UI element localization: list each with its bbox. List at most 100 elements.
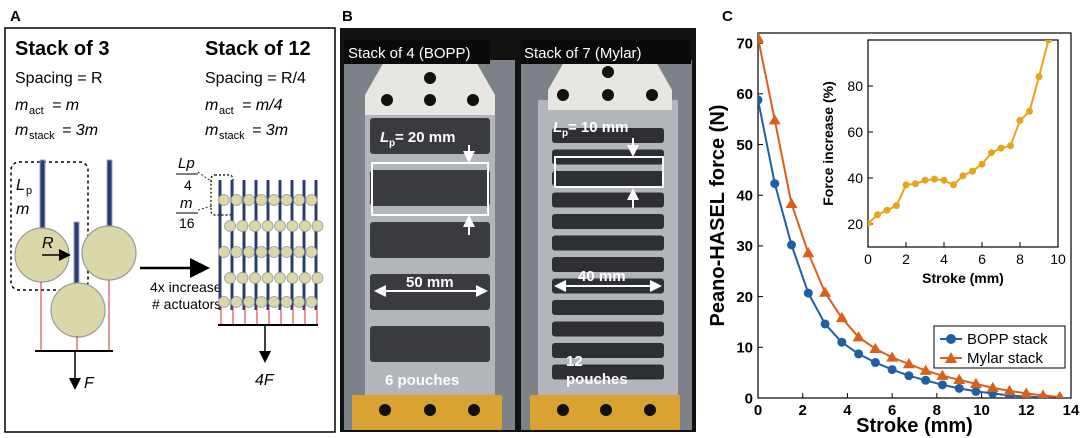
data-point: [1035, 73, 1043, 81]
actuator-tendon: [242, 180, 246, 310]
data-point: [1026, 107, 1033, 115]
data-point: [950, 181, 957, 189]
data-point: [969, 167, 976, 175]
data-point: [1020, 387, 1033, 398]
frac-lp-num: Lp: [178, 155, 195, 172]
photo-right-title: Stack of 7 (Mylar): [524, 45, 642, 62]
actuator-pouch: [305, 194, 318, 206]
x-tick-label: 8: [1016, 251, 1024, 267]
y-tick-label: 60: [736, 86, 753, 103]
data-point: [936, 369, 949, 380]
actuator-pouch: [230, 246, 243, 258]
actuator-pouch: [286, 220, 299, 232]
stack3-mstack-sub: stack: [29, 130, 55, 142]
frac-m-num: m: [180, 195, 193, 212]
data-point: [803, 288, 813, 298]
screw: [646, 89, 658, 101]
data-point: [785, 197, 798, 209]
lp-left-label: L: [380, 129, 389, 146]
tendon: [255, 307, 258, 325]
stack3-title: Stack of 3: [15, 38, 109, 60]
data-point: [1055, 390, 1064, 398]
data-point: [883, 206, 891, 214]
actuator-pouch: [286, 272, 299, 284]
photo-left-title: Stack of 4 (BOPP): [348, 45, 471, 62]
tendon: [107, 280, 111, 350]
actuator-pouch: [305, 296, 318, 308]
y-tick-label: 50: [736, 137, 753, 154]
tendon: [40, 282, 44, 350]
pouch: [552, 128, 664, 143]
stack12-title: Stack of 12: [205, 38, 311, 60]
actuator-pouch: [305, 246, 318, 258]
stack3-mstack-value: = 3m: [62, 122, 98, 139]
actuator-pouch: [293, 296, 305, 308]
data-point: [959, 172, 967, 180]
pouch-count-left: 6 pouches: [385, 372, 459, 389]
data-point: [1045, 40, 1052, 44]
lp-right-sub: p: [562, 128, 568, 139]
screw: [468, 404, 480, 416]
lp-left-sub: p: [389, 138, 395, 149]
actuator-pouch: [243, 296, 255, 308]
data-point: [869, 342, 882, 354]
actuator-tendon: [230, 180, 234, 310]
frac-m-den: 16: [179, 215, 195, 231]
actuator-pouch: [293, 246, 305, 258]
actuator-tendon: [39, 159, 46, 233]
x-axis-label: Stroke (mm): [856, 415, 973, 437]
actuator-pouch: [249, 220, 261, 232]
tendon: [219, 307, 222, 325]
x-tick-label: 4: [940, 251, 948, 267]
leader-line: [197, 171, 213, 183]
tendon: [291, 307, 294, 325]
y-tick-label: 20: [847, 216, 863, 232]
actuator-pouch: [280, 296, 293, 308]
data-point: [758, 33, 764, 43]
data-point: [1016, 117, 1024, 124]
arrow-label-2: # actuators: [152, 296, 221, 312]
actuator-tendon: [254, 180, 258, 310]
actuator-pouch: [268, 246, 280, 258]
screw: [381, 94, 393, 106]
series-line: [868, 40, 1050, 225]
actuator-pouch: [274, 220, 286, 232]
actuator-pouch: [218, 296, 230, 308]
x-tick-label: 10: [973, 402, 990, 419]
pouch-highlight-box: [371, 162, 489, 216]
tendon: [75, 336, 79, 350]
actuator-pouch: [255, 296, 268, 308]
frac-lp-den: 4: [184, 177, 192, 193]
actuator-pouch: [261, 220, 274, 232]
data-point: [837, 337, 847, 347]
top-clamp: [548, 60, 672, 110]
width-left-label: 50 mm: [406, 274, 454, 291]
photo-left-title-bg: [344, 40, 490, 64]
x-tick-label: 8: [933, 402, 941, 419]
stack3-mstack-symbol: m: [15, 122, 28, 139]
stack12-spacing: Spacing = R/4: [205, 70, 306, 87]
y-tick-label: 70: [736, 35, 753, 52]
data-point: [937, 380, 947, 390]
stack12-mstack-value: = 3m: [252, 122, 288, 139]
actuator-tendon: [290, 180, 294, 310]
screw: [379, 404, 391, 416]
screw: [557, 404, 569, 416]
data-point: [919, 364, 932, 375]
y-tick-label: 10: [736, 340, 753, 357]
actuator-pouch: [218, 246, 230, 258]
legend-marker: [946, 334, 956, 344]
pouch: [370, 222, 490, 258]
data-point: [758, 95, 763, 105]
x-tick-label: 14: [1063, 402, 1080, 419]
data-point: [997, 144, 1005, 152]
actuator-pouch: [218, 194, 230, 206]
lp-label: L: [16, 177, 25, 194]
pouch: [552, 321, 664, 337]
x-tick-label: 0: [864, 251, 872, 267]
pouch: [552, 343, 664, 358]
data-point: [986, 381, 999, 393]
x-tick-label: 4: [843, 402, 852, 419]
